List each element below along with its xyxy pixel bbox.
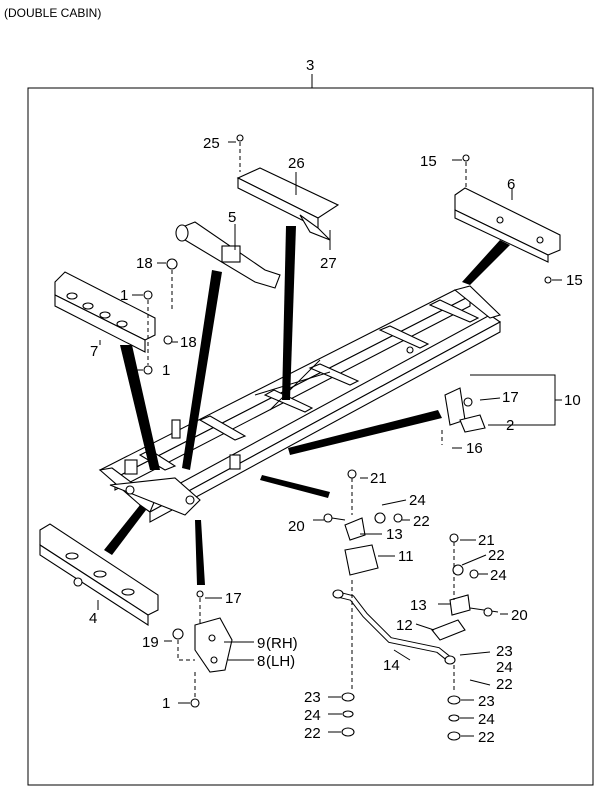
callout-12: 12 [396,617,413,634]
callout-24-right-mid: 24 [496,659,513,676]
callout-4: 4 [89,610,97,627]
bracket-13-upper [344,517,366,541]
callout-7: 7 [90,343,98,360]
callout-18-top: 18 [136,255,153,272]
callout-17-top: 17 [502,389,519,406]
rear-bracket-6 [454,187,561,263]
callout-26: 26 [288,155,305,172]
center-bracket-26 [236,167,340,241]
callout-24-left: 24 [304,707,321,724]
bushing-group-10 [444,387,486,433]
front-bumper-member-4 [39,523,159,627]
callout-22-right-low: 22 [478,729,495,746]
callout-8: 8 [257,653,265,670]
callout-13-bottom: 13 [410,597,427,614]
callout-24-right-low: 24 [478,711,495,728]
callout-labels: 3 25 26 27 15 6 15 5 18 1 18 7 1 17 10 2… [89,57,583,746]
callout-22-top: 22 [413,513,430,530]
callout-20-right: 20 [511,607,528,624]
mount-11 [344,544,379,576]
clamp-12 [431,619,466,641]
callout-15-bottom: 15 [566,272,583,289]
callout-2: 2 [506,417,514,434]
callout-1-bottom: 1 [162,695,170,712]
callout-9-rh: (RH) [266,635,298,652]
callout-16: 16 [466,440,483,457]
callout-20-left: 20 [288,518,305,535]
callout-15-top: 15 [420,153,437,170]
callout-24-top: 24 [409,492,426,509]
nut-stack-left [341,692,355,737]
callout-23-right: 23 [496,643,513,660]
callout-13-top: 13 [386,526,403,543]
callout-6: 6 [507,176,515,193]
callout-5: 5 [228,209,236,226]
callout-19: 19 [142,634,159,651]
callout-25: 25 [203,135,220,152]
bracket-13-lower [449,594,471,616]
callout-10: 10 [564,392,581,409]
callout-22-right: 22 [488,547,505,564]
callout-21-top: 21 [370,470,387,487]
callout-22-right-mid: 22 [496,676,513,693]
diagram-title: (DOUBLE CABIN) [4,6,102,20]
callout-22-left: 22 [304,725,321,742]
stabilizer-bar-14 [332,589,456,665]
callout-11: 11 [398,548,414,565]
callout-23-right-low: 23 [478,693,495,710]
leader-lines [97,141,508,737]
tube-crossmember-5 [175,221,281,289]
nut-stack-right [447,695,461,741]
callout-18-bottom: 18 [180,334,197,351]
bracket-8-9 [194,617,233,673]
front-crossmember-7 [54,271,156,353]
callout-1-mid: 1 [162,362,170,379]
callout-21-right: 21 [478,532,495,549]
callout-1-top: 1 [120,287,128,304]
callout-24-right: 24 [490,567,507,584]
callout-3: 3 [306,57,314,74]
callout-9: 9 [257,635,265,652]
callout-23-left: 23 [304,689,321,706]
callout-14: 14 [383,657,400,674]
pointer-wedges [104,226,510,585]
callout-8-lh: (LH) [266,653,295,670]
callout-17-bottom: 17 [225,590,242,607]
assembly-frame [27,87,594,786]
callout-27: 27 [320,255,337,272]
